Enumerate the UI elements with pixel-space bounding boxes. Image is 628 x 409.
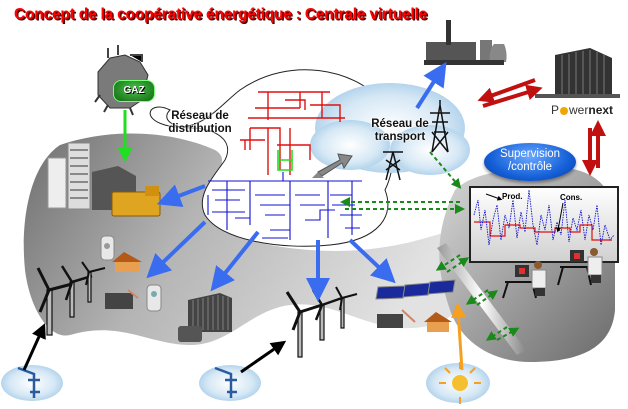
gas-plant-icon: [94, 45, 149, 116]
market-trading-arrows: [477, 78, 606, 176]
supervision-label-line1: Supervision: [499, 148, 561, 160]
distribution-mv-lines: [240, 91, 345, 175]
sun-forecast-arrow: [451, 302, 466, 371]
power-plant-icon: [424, 20, 507, 65]
wind-turbine-icon: [36, 261, 106, 336]
solar-panel-icon: [375, 279, 456, 300]
solar-arrow: [348, 238, 396, 284]
production-curve: [473, 189, 615, 246]
distribution-lv-link: [277, 150, 293, 171]
fuel-cell-icon: [100, 235, 115, 261]
pylon-small-icon: [383, 151, 403, 181]
transport-distribution-exchange-arrow: [312, 153, 353, 178]
wind-forecast-cloud-icon: [199, 365, 261, 401]
transport-network-cloud: [310, 83, 470, 175]
powernext-building-icon: [535, 48, 620, 98]
operator-workstation-icon: [502, 261, 547, 299]
generator-arrow: [156, 184, 206, 207]
communication-arrows: [340, 151, 520, 341]
house-icon: [112, 252, 142, 272]
sun-forecast-cloud-icon: [426, 362, 490, 404]
powernext-p: P: [551, 103, 560, 117]
powernext-wer: wer: [569, 103, 589, 117]
wind-center-forecast-arrow: [240, 340, 287, 374]
consumption-curve: [474, 221, 612, 241]
operator-workstation-icon: [557, 248, 603, 286]
house-icon: [424, 312, 452, 332]
chp-unit-icon: [105, 289, 139, 309]
powernext-sun-icon: [560, 106, 569, 115]
factory-arrow: [210, 230, 260, 292]
wind-forecast-cloud-icon: [1, 365, 63, 401]
transport-to-plant-arrow: [415, 61, 447, 110]
factory-icon: [178, 293, 232, 342]
wind-turbine-icon: [285, 286, 358, 358]
powernext-next: next: [588, 103, 614, 117]
fuel-cell-arrow: [146, 220, 207, 279]
chp-unit-icon: [377, 309, 416, 328]
wind-forecast-arrow: [22, 323, 46, 371]
diagram-title: Concept de la coopérative énergétique : …: [14, 6, 428, 23]
fuel-cell-icon: [146, 284, 162, 312]
communication-bus-icon: [437, 243, 526, 355]
pylon-icon: [430, 100, 450, 153]
